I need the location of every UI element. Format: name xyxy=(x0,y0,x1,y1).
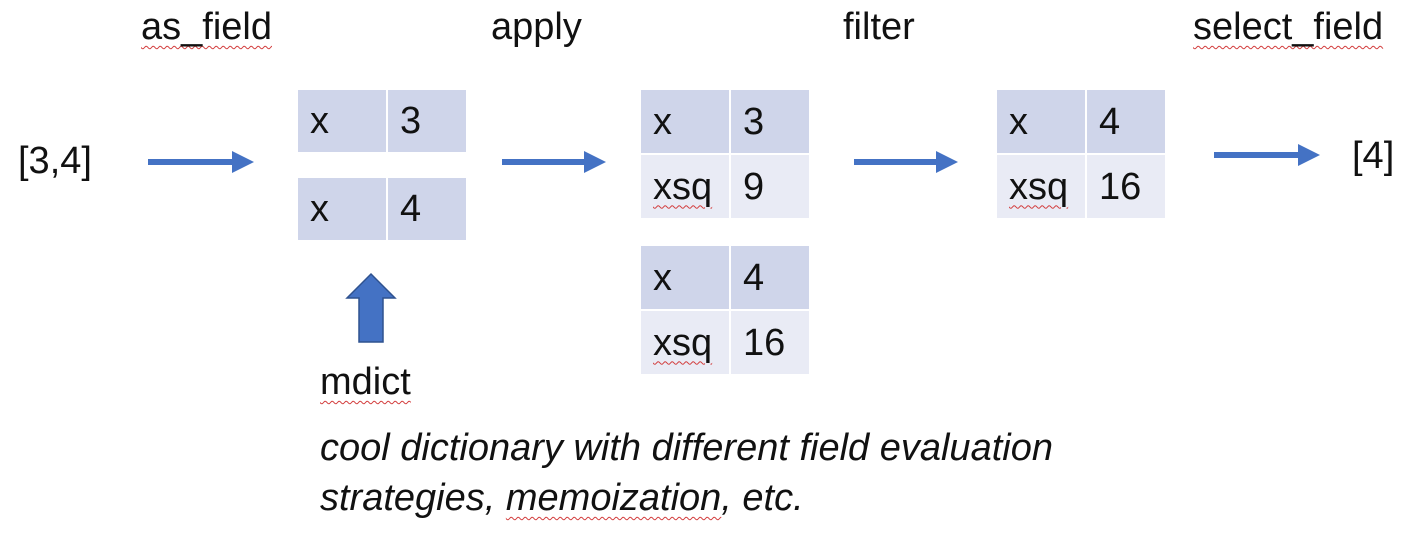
record-stage1-1: x 3 xyxy=(296,88,468,154)
field-key: x xyxy=(296,176,388,242)
arrow-apply xyxy=(502,151,606,173)
record-stage1-2: x 4 xyxy=(296,176,468,242)
note-line-1: cool dictionary with different field eva… xyxy=(320,427,1053,469)
record-stage3-1: x 4 xsq 16 xyxy=(995,88,1167,220)
record-stage2-2: x 4 xsq 16 xyxy=(639,244,811,376)
field-value: 16 xyxy=(1085,153,1167,220)
field-key: x xyxy=(639,244,731,311)
field-value: 9 xyxy=(729,153,811,220)
field-key: xsq xyxy=(1009,165,1069,208)
mdict-label: mdict xyxy=(320,361,411,403)
output-list: [4] xyxy=(1352,135,1395,177)
note-line-2: strategies, memoization, etc. xyxy=(320,477,804,519)
field-value: 4 xyxy=(1085,88,1167,155)
description-note: cool dictionary with different field eva… xyxy=(320,423,1053,523)
field-key: x xyxy=(639,88,731,155)
field-value: 4 xyxy=(729,244,811,311)
field-key: xsq xyxy=(653,321,713,364)
record-stage2-1: x 3 xsq 9 xyxy=(639,88,811,220)
step-label-filter: filter xyxy=(843,6,915,48)
step-label-apply: apply xyxy=(491,6,582,48)
step-label-select-field: select_field xyxy=(1193,6,1384,48)
step-label-as-field: as_field xyxy=(141,6,272,48)
field-value: 3 xyxy=(729,88,811,155)
arrow-as-field xyxy=(148,151,254,173)
arrow-select-field xyxy=(1214,144,1320,166)
field-key: x xyxy=(995,88,1087,155)
field-key: x xyxy=(296,88,388,154)
field-value: 4 xyxy=(386,176,468,242)
field-value: 16 xyxy=(729,309,811,376)
memoization-word: memoization xyxy=(505,477,722,519)
field-key: xsq xyxy=(653,165,713,208)
input-list: [3,4] xyxy=(18,140,92,182)
arrow-filter xyxy=(854,151,958,173)
field-value: 3 xyxy=(386,88,468,154)
up-arrow-mdict xyxy=(345,272,397,343)
